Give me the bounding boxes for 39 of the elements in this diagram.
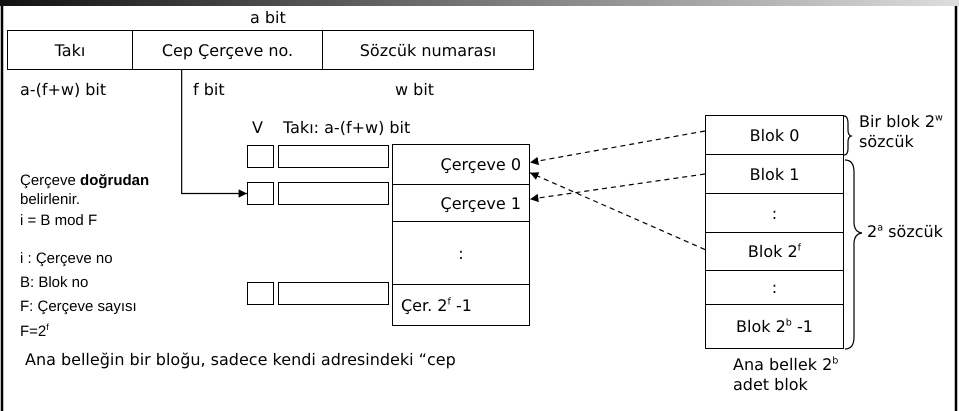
cache-frame: : [392,221,530,285]
note-text: B: Blok no [20,274,90,293]
cache-frame: Çerçeve 1 [392,184,530,222]
tag-box [278,282,389,305]
valid-bit-box [247,182,274,205]
bit-width-label: f bit [193,80,226,100]
cache-frame: Çer. 2$^{f}$ -1 [392,284,530,326]
arrow [181,70,247,198]
address-field: Cep Çerçeve no. [132,30,323,70]
tag-box [278,182,389,205]
bit-width-label: w bit [395,80,436,100]
memory-block: Blok 1 [705,154,844,194]
arrow [530,172,706,250]
memory-block: Blok 2$^{b}$ -1 [705,304,844,349]
column-heading: Takı: a-(f+w) bit [283,118,412,138]
arrow [530,130,706,166]
cache-frame: Çerçeve 0 [392,144,530,185]
address-field: Sözcük numarası [322,30,534,70]
brace-label: Bir blok 2$^{w}$ sözcük [859,112,944,152]
brace-label: 2$^{a}$ sözcük [867,222,944,242]
caption-text: Ana belleğin bir bloğu, sadece kendi adresindeki “cep [25,350,457,370]
valid-bit-box [247,282,274,305]
formula: i = B mod F [20,212,98,231]
bit-width-label: a bit [250,8,287,28]
memory-block: Blok 2$^{f}$ [705,232,844,271]
column-heading: V [252,118,264,138]
memory-caption: Ana bellek 2$^{b}$ adet blok [733,355,840,395]
memory-block: : [705,193,844,233]
bit-width-label: a-(f+w) bit [20,80,108,100]
valid-bit-box [247,145,274,168]
tag-box [278,145,389,168]
memory-block: Blok 0 [705,115,844,155]
arrow [530,173,706,202]
note-text: i : Çerçeve no [20,250,114,269]
formula: F=2$^{f}$ [20,322,50,342]
address-field: Takı [7,30,133,70]
note-text: F: Çerçeve sayısı [20,298,138,317]
note-text: Çerçeve doğrudan belirlenir. [20,172,150,210]
memory-block: : [705,270,844,305]
